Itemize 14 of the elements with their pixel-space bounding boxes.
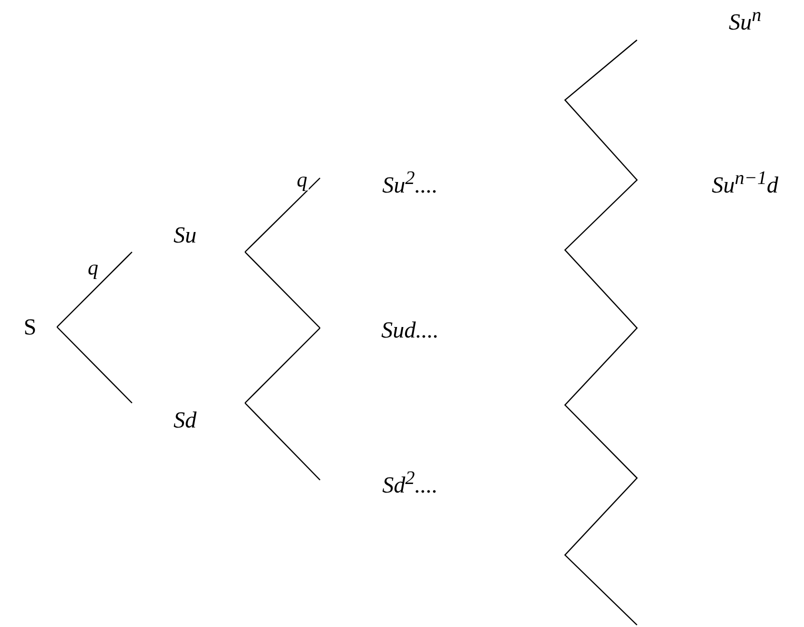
node-label: Su$^{n−1}$d (712, 168, 778, 198)
tree-branch-line (244, 252, 320, 328)
node-label: Su (174, 222, 196, 248)
tree-branch-line (56, 326, 132, 404)
node-label: Sud.... (381, 317, 439, 343)
node-label: S (24, 314, 36, 340)
node-label: Sd (174, 407, 196, 433)
tree-branch-line (244, 328, 320, 404)
tree-branch-line (244, 178, 320, 252)
node-label: Su$^{n}$ (728, 5, 762, 35)
tree-branch-line (244, 402, 320, 480)
node-label: Sd$^{2}$.... (382, 468, 438, 498)
tree-branch-line (56, 252, 132, 328)
node-label: Su$^{2}$.... (382, 168, 438, 198)
